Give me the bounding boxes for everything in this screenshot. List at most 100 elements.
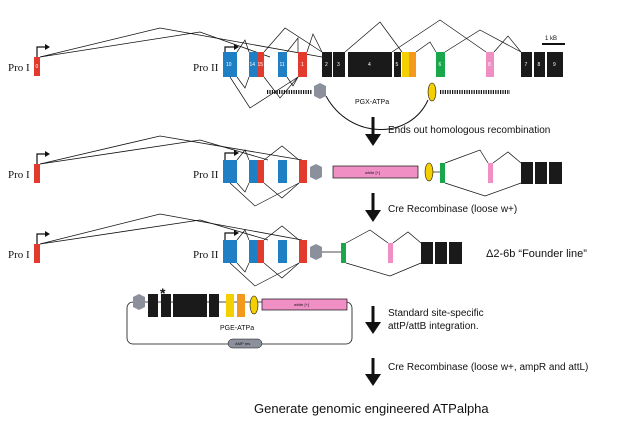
pgx-plasmid-arc <box>325 95 429 130</box>
pro2-label-row2: Pro II <box>193 169 219 181</box>
exon-11-row2 <box>278 160 287 183</box>
exon-10-row2 <box>223 160 237 183</box>
exon-6b-row2 <box>440 163 445 183</box>
step-arrowhead-2 <box>365 210 381 222</box>
step-arrowhead-4 <box>365 374 381 386</box>
exon-8-number: 8 <box>538 62 541 68</box>
exon-7-row1 <box>521 52 532 77</box>
exon-5-row1 <box>394 52 401 77</box>
step-3-label-line2: attP/attB integration. <box>388 321 479 332</box>
splice-row3-up-2 <box>263 225 300 241</box>
pro1-arrowhead-row2 <box>45 151 50 157</box>
exon-1-row2 <box>299 160 307 183</box>
pro2-arrowhead-row1 <box>234 44 239 50</box>
exon-6-number: 6 <box>439 62 442 68</box>
exon-9-row2 <box>549 162 562 184</box>
exon-1-row3 <box>299 240 307 263</box>
exon-6a-row1 <box>402 52 409 77</box>
founder-line-label: Δ2-6b “Founder line” <box>486 248 587 260</box>
step-3-label-line1: Standard site-specific <box>388 308 484 319</box>
row-4-pge-plasmid: * white [+] PGE-ATPa AMP res <box>126 285 353 349</box>
exon-14-number: 14 <box>250 62 256 68</box>
splice-row2-up-4 <box>492 151 522 164</box>
step-arrowhead-1 <box>365 134 381 146</box>
splice-row3-up-1 <box>236 229 250 241</box>
exon-7-number: 7 <box>525 62 528 68</box>
exon-0-number: 0 <box>36 64 39 70</box>
exon-1-row1 <box>298 52 307 77</box>
exon-5-number: 5 <box>396 62 399 68</box>
loxp-hex-row1 <box>314 83 326 99</box>
splice-row2-down-3 <box>263 182 300 199</box>
exon-8-pink-row2 <box>488 163 493 183</box>
splice-row3-down-1 <box>236 262 250 273</box>
exon-0-row1 <box>34 57 40 76</box>
pro2-arrowhead-row3 <box>234 230 239 236</box>
splice-up-4 <box>306 33 323 53</box>
splice-down-1 <box>236 76 250 89</box>
attb-oval-row4 <box>249 295 259 315</box>
pgx-label: PGX-ATPa <box>355 99 389 106</box>
pro2-arrowhead-row2 <box>234 150 239 156</box>
exon-10-row1 <box>223 52 237 77</box>
pro1-arrow-row3 <box>36 233 47 247</box>
loxp-hex-row3 <box>310 244 322 260</box>
exon-9-number: 9 <box>553 62 556 68</box>
pro1-label-row1: Pro I <box>8 62 30 74</box>
asterisk-mark: * <box>160 285 166 301</box>
step-4-label: Cre Recombinase (loose w+, ampR and attL… <box>388 362 588 373</box>
exon-11-row3 <box>278 240 287 263</box>
exon-1-number: 1 <box>301 62 304 68</box>
exon-8-row3 <box>435 242 447 264</box>
exon-14-row1 <box>249 52 257 77</box>
splice-row2-up-2 <box>263 145 300 161</box>
white-marker-row2 <box>332 165 419 179</box>
splice-row3-up-4 <box>392 231 422 244</box>
loxp-hex-row2 <box>310 164 322 180</box>
exon-9-row1 <box>547 52 563 77</box>
splice-up-9 <box>493 35 522 53</box>
white-label-row2: white [+] <box>365 170 380 175</box>
splice-line-row1-b <box>39 31 271 58</box>
exon-9-row3 <box>449 242 462 264</box>
splice-row2-down-4 <box>444 182 522 197</box>
step-2-label: Cre Recombinase (loose w+) <box>388 204 517 215</box>
exon-2-number: 2 <box>325 62 328 68</box>
exon-15-row1 <box>257 52 264 77</box>
exon-15-row2 <box>257 160 264 183</box>
final-title: Generate genomic engineered ATPalpha <box>254 401 489 416</box>
exon-4-number: 4 <box>368 62 371 68</box>
exon-8-row1 <box>534 52 545 77</box>
splice-row2-up-3 <box>444 149 489 164</box>
exon-10-number: 10 <box>226 62 232 68</box>
pro2-arrow-row2 <box>224 152 236 160</box>
pro2-arrow-row3 <box>224 232 236 240</box>
loxp-hex-row4 <box>133 294 145 310</box>
amp-res-cassette <box>227 338 263 349</box>
row-1-wildtype-locus: Pro I 0 Pro II 10 14 15 11 1 2 3 4 5 6 <box>8 19 565 130</box>
pge-label: PGE-ATPa <box>220 325 254 332</box>
exon-14-row2 <box>249 160 257 183</box>
exon-6a2-row1 <box>409 52 416 77</box>
splice-row3-up-3 <box>345 229 389 244</box>
exon-3-row1 <box>333 52 345 77</box>
exon-15-number: 15 <box>258 62 264 68</box>
exon-0-row3 <box>34 244 40 263</box>
pro1-arrow-row2 <box>36 153 47 167</box>
exon-3-number: 3 <box>337 62 340 68</box>
splice-row3-down-4 <box>345 262 422 277</box>
splice-up-7 <box>415 41 437 53</box>
exon-6b-row1 <box>436 52 445 77</box>
pge-exon-yellow <box>226 294 234 317</box>
scale-bar-label: 1 kB <box>545 36 557 42</box>
exon-15-row3 <box>257 240 264 263</box>
pro1-label-row2: Pro I <box>8 169 30 181</box>
splice-row3-down-2 <box>229 262 300 287</box>
splice-line-row2-a <box>39 135 303 165</box>
splice-row2-down-1 <box>236 182 250 193</box>
step-1-label: Ends out homologous recombination <box>388 125 550 136</box>
exon-8-pink-number: 8 <box>488 62 491 68</box>
pro1-label-row3: Pro I <box>8 249 30 261</box>
